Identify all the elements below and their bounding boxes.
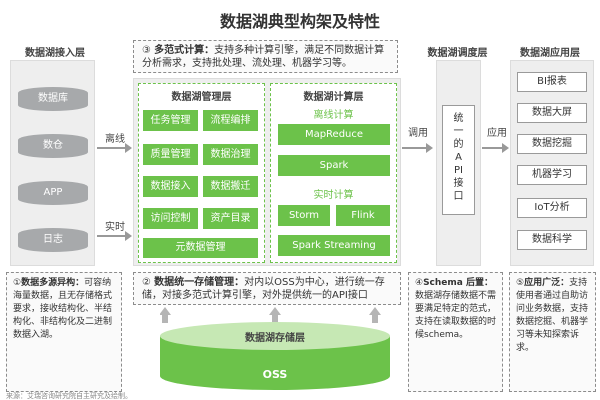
call-arrow-icon xyxy=(402,143,433,153)
source-app: APP xyxy=(18,181,88,205)
storage-note: ② 数据统一存储管理：对内以OSS为中心，进行统一存储，对接多范式计算引擎，对外… xyxy=(133,272,401,305)
engine-spark-streaming: Spark Streaming xyxy=(278,235,390,256)
storage-title: 数据湖存储层 xyxy=(245,333,305,344)
mgmt-migration: 数据搬迁 xyxy=(203,176,258,197)
app-bi-report: BI报表 xyxy=(517,72,587,92)
mgmt-task: 任务管理 xyxy=(143,110,198,131)
page-title: 数据湖典型构架及特性 xyxy=(219,12,380,31)
oss-label: OSS xyxy=(262,368,288,381)
offline-label: 离线 xyxy=(105,134,125,145)
engine-flink: Flink xyxy=(336,205,390,226)
source-warehouse: 数仓 xyxy=(18,134,88,158)
unified-api-box: 统一的API接口 xyxy=(442,105,475,215)
offline-arrow-icon xyxy=(97,143,132,153)
app-data-science: 数据科学 xyxy=(517,230,587,250)
oss-storage-cylinder-icon xyxy=(160,322,390,390)
management-title: 数据湖管理层 xyxy=(171,92,232,103)
mgmt-quality: 质量管理 xyxy=(143,144,198,165)
app-dashboard: 数据大屏 xyxy=(517,103,587,123)
mgmt-workflow: 流程编排 xyxy=(203,110,258,131)
offline-compute-label: 离线计算 xyxy=(313,110,354,121)
app-data-mining: 数据挖掘 xyxy=(517,134,587,154)
source-database: 数据库 xyxy=(18,87,88,111)
engine-spark: Spark xyxy=(278,155,390,176)
app-layer-title: 数据湖应用层 xyxy=(520,48,580,59)
call-label: 调用 xyxy=(408,128,428,139)
ingest-layer-title: 数据湖接入层 xyxy=(25,48,85,59)
compute-title: 数据湖计算层 xyxy=(303,92,364,103)
multi-compute-note: ③ 多范式计算：支持多种计算引擎，满足不同数据计算分析需求，支持批处理、流处理、… xyxy=(133,40,398,73)
realtime-arrow-icon xyxy=(97,231,132,241)
app-iot-analysis: IoT分析 xyxy=(517,198,587,218)
engine-mapreduce: MapReduce xyxy=(278,124,390,145)
mgmt-governance: 数据治理 xyxy=(203,144,258,165)
realtime-compute-label: 实时计算 xyxy=(313,190,354,201)
apply-label: 应用 xyxy=(487,128,507,139)
schedule-layer-title: 数据湖调度层 xyxy=(427,48,488,59)
mgmt-ingest: 数据接入 xyxy=(143,176,198,197)
realtime-label: 实时 xyxy=(105,222,125,233)
apply-arrow-icon xyxy=(482,143,509,153)
note-multi-source: ①数据多源异构：可容纳海量数据，且无存储格式要求，接收结构化、半结构化、非结构化… xyxy=(6,272,122,392)
app-machine-learning: 机器学习 xyxy=(517,165,587,185)
note-applications: ⑤应用广泛：支持使用者通过自助访问业务数据，支持数据挖掘、机器学习等未知探索诉求… xyxy=(509,272,596,392)
note-schema: ④Schema 后置：数据湖存储数据不需要满足特定的范式，支持在读取数据的时候s… xyxy=(408,272,503,392)
source-footnote: 来源：艾瑞咨询研究院自主研究及绘制。 xyxy=(6,392,132,400)
mgmt-metadata: 元数据管理 xyxy=(143,238,258,258)
source-log: 日志 xyxy=(18,228,88,252)
mgmt-access: 访问控制 xyxy=(143,208,198,229)
storage-up-arrows-icon xyxy=(160,307,381,323)
mgmt-catalog: 资产目录 xyxy=(203,208,258,229)
engine-storm: Storm xyxy=(278,205,330,226)
